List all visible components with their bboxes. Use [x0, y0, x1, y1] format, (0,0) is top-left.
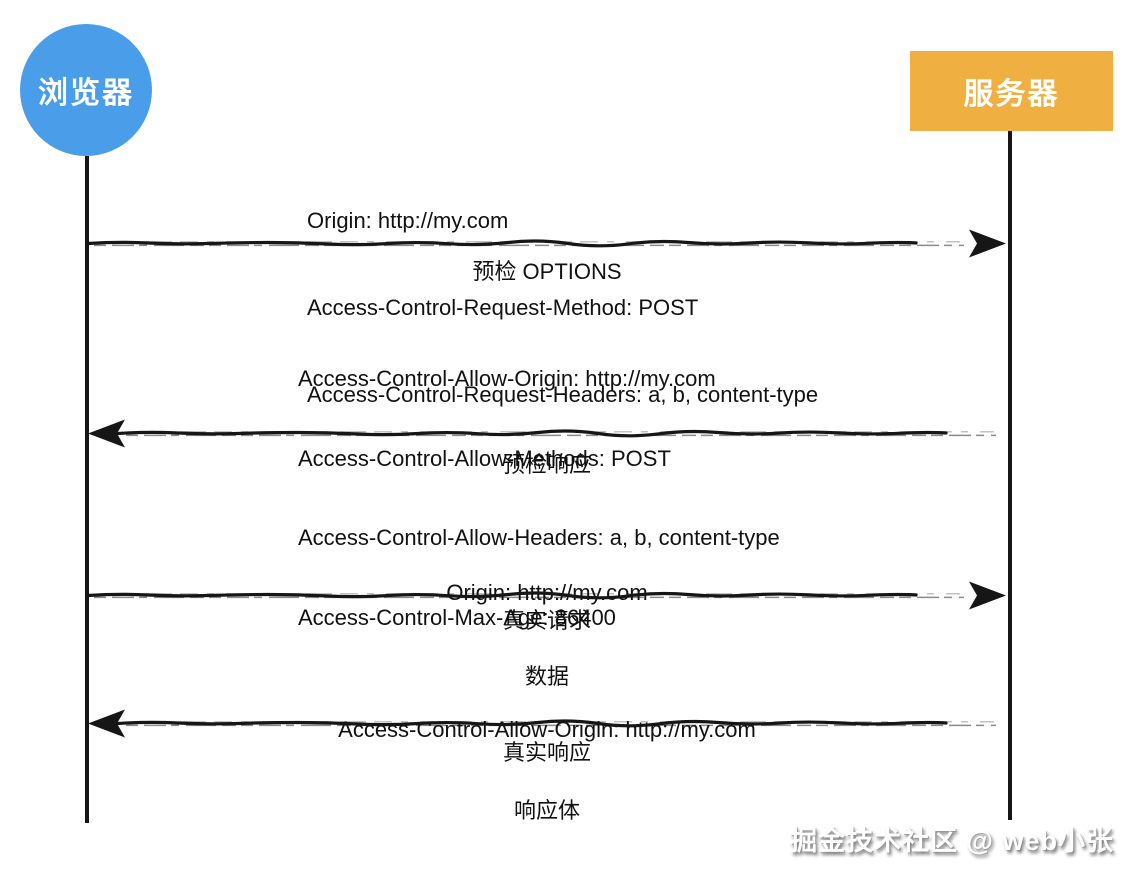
header-line: Access-Control-Allow-Methods: POST: [298, 445, 671, 471]
header-line: 响应体: [513, 798, 580, 823]
arrow-left: [88, 419, 996, 448]
header-line: Access-Control-Allow-Headers: a, b, cont…: [298, 525, 780, 550]
arrow-label: 预检 OPTIONS: [472, 259, 622, 284]
watermark: 掘金技术社区 @ web小张: [790, 826, 1114, 856]
header-line: Access-Control-Request-Method: POST: [307, 295, 699, 320]
actor-browser: 浏览器: [20, 24, 152, 156]
arrowhead-left-icon: [88, 709, 125, 738]
message-headers: Access-Control-Allow-Origin: http://my.c…: [86, 662, 1008, 872]
actor-server: 服务器: [910, 51, 1113, 131]
arrowhead-right-icon: [969, 229, 1006, 258]
arrow-label: 真实响应: [502, 740, 591, 765]
arrow-label: 真实请求: [502, 608, 591, 633]
arrow-right: [86, 229, 1006, 258]
actor-server-label: 服务器: [963, 78, 1060, 111]
lifeline-server: [1008, 131, 1012, 820]
message-headers: Access-Control-Allow-Origin: http://my.c…: [298, 313, 780, 684]
header-line: 数据: [524, 664, 569, 689]
arrow-right: [86, 581, 1006, 610]
header-line: Access-Control-Max-Age: 86400: [298, 604, 616, 630]
arrow-label: 预检响应: [502, 452, 591, 477]
message-headers: Origin: http://my.com 数据: [86, 523, 1008, 747]
lifeline-browser: [85, 156, 89, 823]
arrow-left: [88, 709, 996, 738]
arrowhead-right-icon: [969, 581, 1006, 610]
header-line: Access-Control-Allow-Origin: http://my.c…: [338, 717, 756, 742]
header-line: Access-Control-Allow-Origin: http://my.c…: [298, 366, 716, 391]
header-line: Access-Control-Request-Headers: a, b, co…: [307, 382, 819, 407]
header-line: Origin: http://my.com: [446, 580, 648, 605]
arrowhead-left-icon: [88, 419, 125, 448]
header-line: Origin: http://my.com: [307, 208, 509, 233]
actor-browser-label: 浏览器: [38, 77, 134, 110]
message-headers: Origin: http://my.com Access-Control-Req…: [307, 148, 818, 467]
